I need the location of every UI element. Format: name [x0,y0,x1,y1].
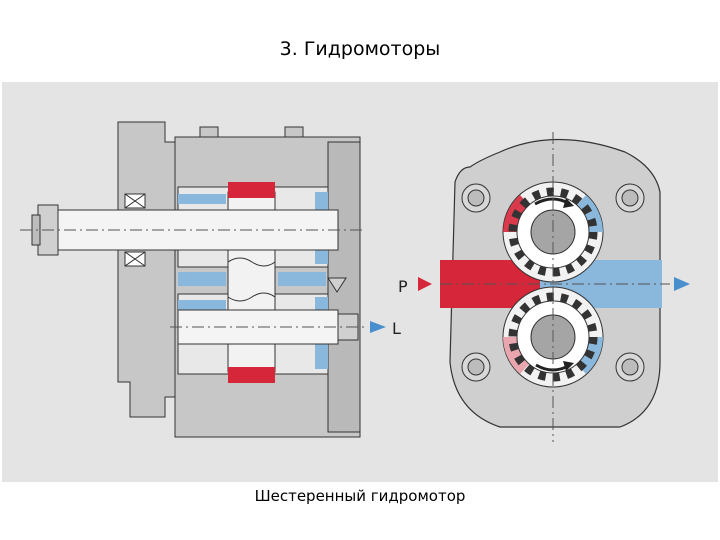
leak-port-label: L [392,319,401,338]
lower-rotation-arrowhead [563,361,574,371]
seal-bottom-cross-b [124,251,146,267]
pressure-port-label: P [398,277,408,296]
leak-port-arrow [370,321,386,333]
gear-motor-drawing: L [2,82,718,482]
bolt-bottom-left [461,352,491,382]
bolt-top-right [615,183,645,213]
low-pressure-zone-4 [178,300,226,310]
front-flange [117,121,176,418]
low-pressure-zone-3 [278,272,326,286]
front-gear-view: P [398,132,690,442]
pressure-inlet-arrow [418,277,432,291]
gear-mesh-line-bottom [227,292,276,302]
side-section-view: L [20,121,401,438]
high-pressure-zone-top [228,182,275,198]
bolt-boss-top-right [284,126,304,138]
gear-mesh-line-top [227,257,276,267]
bolt-bottom-right [615,352,645,382]
high-pressure-zone-bottom [228,367,275,383]
bolt-boss-top-left [199,126,219,138]
bolt-top-left [461,183,491,213]
check-valve [327,277,347,293]
rear-cover [327,141,361,433]
gear-motor-figure: L [0,82,720,482]
low-pressure-zone-2 [178,272,226,286]
low-pressure-zone-1 [178,194,226,204]
figure-caption: Шестеренный гидромотор [254,487,466,505]
seal-top-cross-b [124,193,146,209]
outlet-arrow [674,277,690,291]
upper-rotation-arrowhead [563,198,574,208]
slide-title: 3. Гидромоторы [279,38,441,60]
